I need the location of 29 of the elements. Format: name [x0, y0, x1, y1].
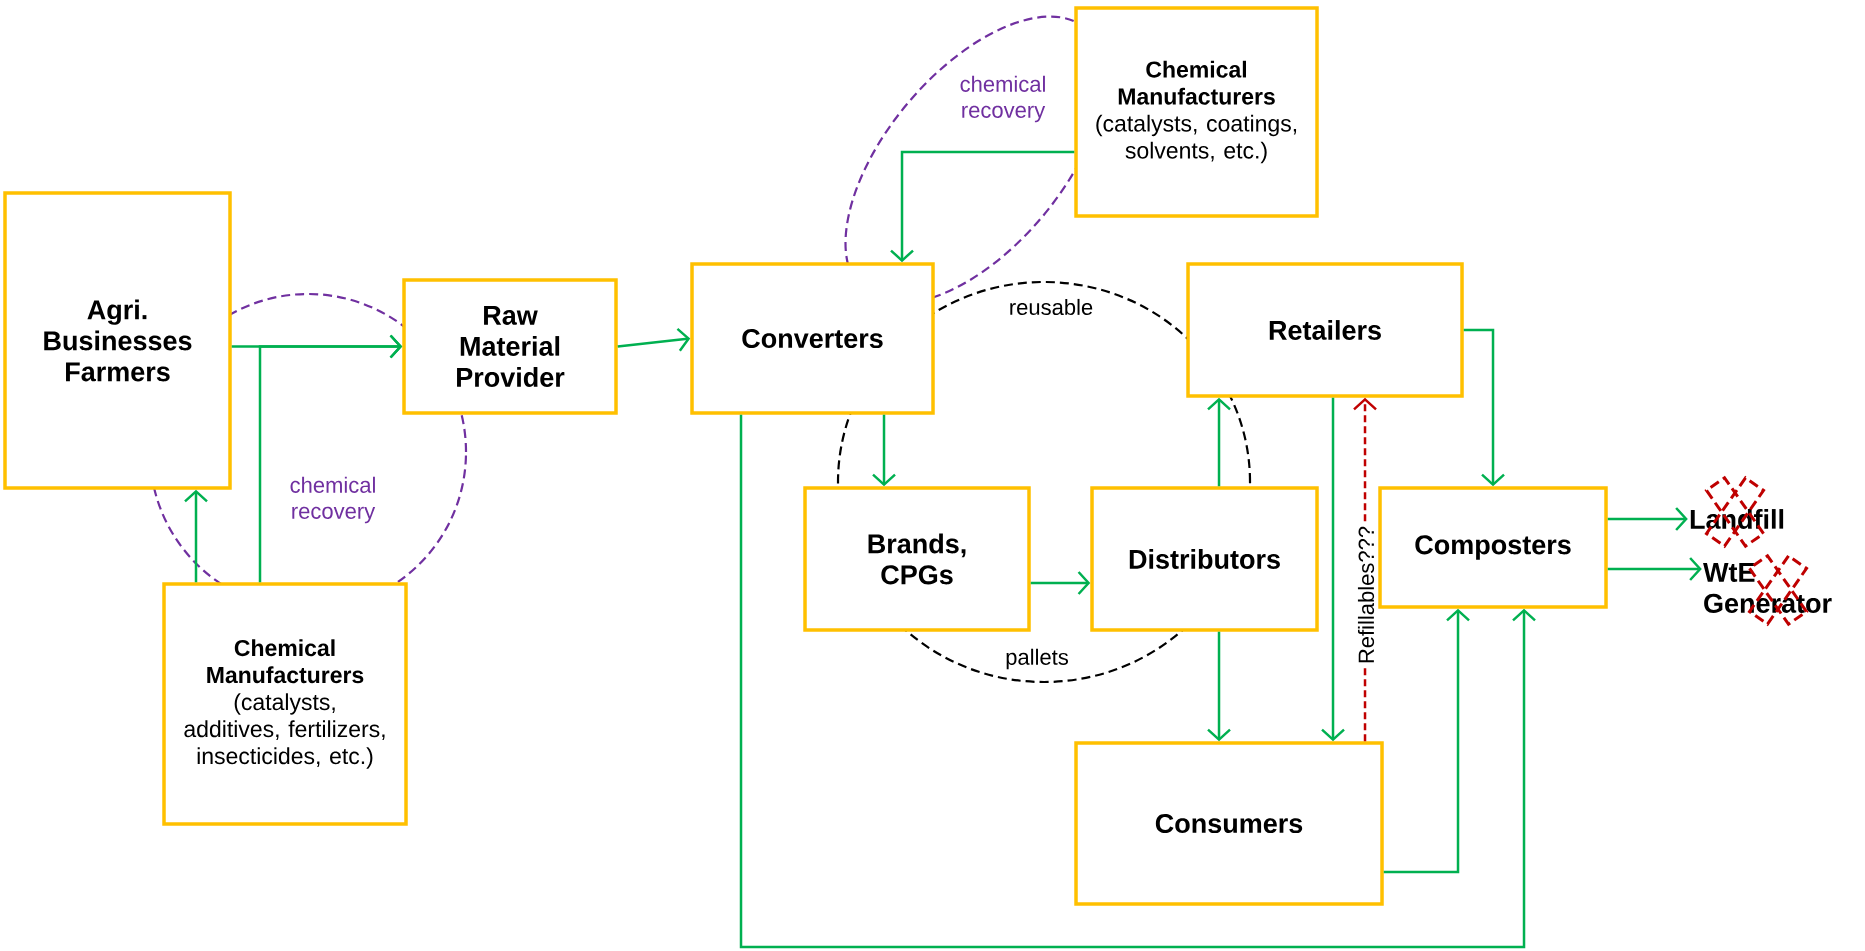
stakeholder-box: Composters [1378, 486, 1608, 609]
loop-label: pallets [1006, 648, 1068, 670]
arrow [890, 150, 1075, 263]
arrow [1463, 328, 1505, 487]
arrow [1030, 571, 1091, 595]
stakeholder-box: Retailers [1186, 262, 1464, 398]
stakeholder-box: Chemical Manufacturers (catalysts, coatings, solvents, etc.) [1074, 6, 1319, 218]
stakeholder-box: Consumers [1074, 741, 1384, 906]
arrow [872, 414, 896, 487]
arrow [1383, 608, 1470, 874]
arrow [1607, 557, 1702, 581]
arrow [617, 327, 691, 352]
loop-label: chemical recovery [290, 476, 376, 524]
arrow [1207, 631, 1231, 742]
arrow [739, 414, 1536, 949]
stakeholder-box: Agri. Businesses Farmers [3, 191, 232, 490]
stakeholder-box: Distributors [1090, 486, 1319, 632]
arrow [1321, 397, 1345, 742]
stakeholder-box: Converters [690, 262, 935, 415]
arrow [184, 489, 208, 583]
stakeholder-box: Chemical Manufacturers (catalysts, additives, fertilizers, insecticides, etc.) [162, 582, 408, 826]
arrow [258, 334, 403, 583]
edge-label: Refillables??? [1356, 524, 1376, 666]
arrow [1607, 507, 1688, 531]
loop-label: reusable [1010, 298, 1093, 316]
stakeholder-box: Raw Material Provider [402, 278, 618, 415]
loop-label: chemical recovery [960, 75, 1046, 123]
stakeholder-box: Brands, CPGs [803, 486, 1031, 632]
arrow [1207, 397, 1231, 487]
